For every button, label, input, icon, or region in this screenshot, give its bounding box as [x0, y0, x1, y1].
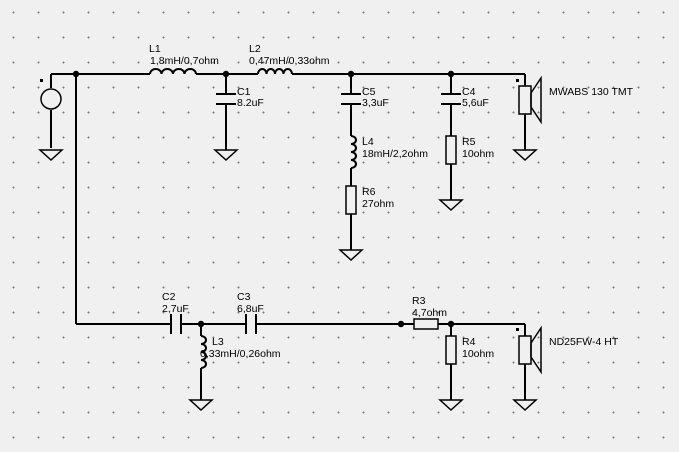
R4-value: 10ohm	[462, 348, 494, 360]
tweeter-label: ND25FW-4 HT	[549, 336, 619, 348]
resistor-R4-icon[interactable]	[445, 335, 457, 365]
ground-icon	[438, 199, 464, 212]
junction-dot	[447, 320, 455, 328]
capacitor-C1-icon[interactable]	[216, 93, 236, 105]
speaker-woofer-icon[interactable]	[518, 75, 542, 125]
junction-dot	[447, 70, 455, 78]
junction-dot	[222, 70, 230, 78]
ground-icon	[338, 249, 364, 262]
L1-ref: L1	[149, 43, 161, 55]
junction-dot	[397, 320, 405, 328]
resistor-R3-icon[interactable]	[413, 318, 439, 330]
R4-ref: R4	[462, 336, 476, 348]
C1-value: 8.2uF	[237, 97, 264, 109]
L2-value: 0,47mH/0,33ohm	[249, 55, 330, 67]
L4-value: 18mH/2,2ohm	[362, 148, 428, 160]
C3-ref: C3	[237, 291, 251, 303]
inductor-L2-icon[interactable]	[257, 68, 293, 75]
R3-value: 4,7ohm	[412, 307, 447, 319]
junctions	[72, 70, 455, 328]
resistor-R6-icon[interactable]	[345, 185, 357, 215]
R6-value: 27ohm	[362, 198, 394, 210]
C4-ref: C4	[462, 86, 476, 98]
L2-ref: L2	[249, 43, 261, 55]
labels: L1 1,8mH/0,7ohm L2 0,47mH/0,33ohm C1 8.2…	[149, 43, 634, 360]
capacitor-C5-icon[interactable]	[341, 93, 361, 105]
L4-ref: L4	[362, 136, 374, 148]
ground-icon	[512, 399, 538, 412]
junction-dot	[347, 70, 355, 78]
voltage-source-icon[interactable]	[40, 88, 62, 110]
polarity-markers	[40, 79, 519, 331]
resistor-R5-icon[interactable]	[445, 135, 457, 165]
C5-ref: C5	[362, 86, 376, 98]
R5-ref: R5	[462, 136, 476, 148]
L3-value: 0,33mH/0,26ohm	[200, 348, 281, 360]
woofer-label: MWABS 130 TMT	[549, 86, 634, 98]
junction-dot	[72, 70, 80, 78]
ground-icon	[38, 149, 64, 162]
wires	[50, 73, 526, 400]
ground-icon	[213, 149, 239, 162]
polarity-marker	[40, 79, 43, 82]
inductor-L1-icon[interactable]	[149, 68, 197, 75]
R3-ref: R3	[412, 295, 426, 307]
ground-icon	[188, 399, 214, 412]
speaker-tweeter-icon[interactable]	[518, 325, 542, 375]
ground-icon	[512, 149, 538, 162]
C3-value: 6,8uF	[237, 303, 264, 315]
L3-ref: L3	[212, 336, 224, 348]
R6-ref: R6	[362, 186, 376, 198]
polarity-marker	[516, 328, 519, 331]
capacitor-C2-icon[interactable]	[170, 314, 182, 334]
R5-value: 10ohm	[462, 148, 494, 160]
junction-dot	[197, 320, 205, 328]
inductor-L3-icon[interactable]	[200, 335, 207, 369]
C5-value: 3,3uF	[362, 97, 389, 109]
inductor-L4-icon[interactable]	[350, 135, 357, 169]
C2-value: 2,7uF	[162, 303, 189, 315]
capacitor-C3-icon[interactable]	[245, 314, 257, 334]
L1-value: 1,8mH/0,7ohm	[150, 55, 219, 67]
ground-icon	[438, 399, 464, 412]
C4-value: 5,6uF	[462, 97, 489, 109]
capacitor-C4-icon[interactable]	[441, 93, 461, 105]
C2-ref: C2	[162, 291, 176, 303]
C1-ref: C1	[237, 86, 251, 98]
polarity-marker	[516, 79, 519, 82]
